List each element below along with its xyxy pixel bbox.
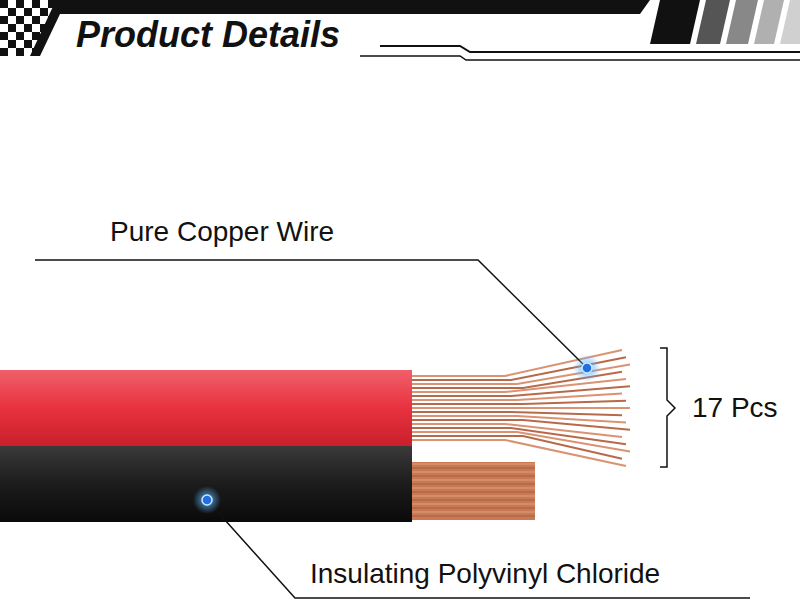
- copper-strand: [412, 511, 535, 512]
- callout-dot: [573, 354, 601, 382]
- count-label: 17 Pcs: [692, 392, 778, 424]
- copper-strand: [412, 475, 535, 476]
- copper-stub: [412, 462, 535, 520]
- copper-strand: [412, 463, 535, 464]
- copper-strand: [412, 483, 535, 484]
- red-cable: [0, 370, 412, 446]
- copper-strands: [412, 350, 630, 466]
- copper-strand: [412, 499, 535, 500]
- leader-line: [207, 500, 750, 598]
- header-banner: [0, 0, 800, 60]
- copper-strand: [412, 432, 630, 452]
- copper-strand: [412, 401, 626, 404]
- copper-strand: [412, 471, 535, 472]
- copper-strand: [412, 394, 622, 401]
- black-cable: [0, 446, 412, 522]
- copper-strand: [412, 487, 535, 488]
- copper-strand: [412, 495, 535, 496]
- copper-strand: [412, 507, 535, 508]
- copper-strand: [412, 467, 535, 468]
- callout-dot: [193, 486, 221, 514]
- copper-strand: [412, 515, 535, 516]
- copper-strand: [412, 479, 535, 480]
- page-title: Product Details: [76, 13, 340, 57]
- copper-strand: [412, 491, 535, 492]
- copper-strand: [412, 407, 630, 409]
- copper-strand: [412, 503, 535, 504]
- copper-strand: [412, 412, 622, 415]
- leader-line: [35, 260, 587, 368]
- part-label: Insulating Polyvinyl Chloride: [310, 558, 660, 590]
- bracket: [660, 348, 675, 467]
- part-label: Pure Copper Wire: [110, 216, 334, 248]
